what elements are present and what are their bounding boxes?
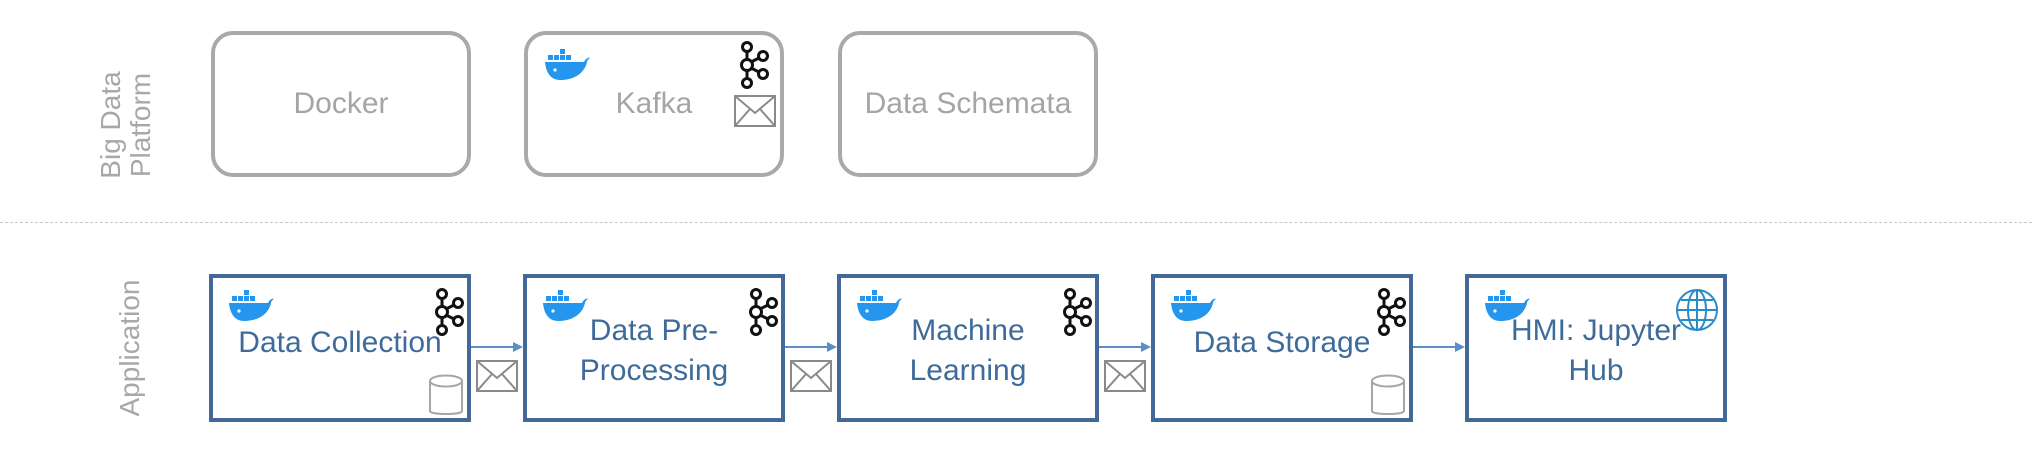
- app-box-data-collection[interactable]: Data Collection: [209, 274, 471, 422]
- box-label: Kafka: [615, 87, 693, 120]
- globe-icon: [1675, 288, 1719, 332]
- envelope-icon: [476, 360, 518, 397]
- platform-box-docker[interactable]: Docker: [211, 31, 471, 177]
- docker-icon: [1484, 288, 1530, 322]
- box-label: Data Collection: [238, 326, 442, 359]
- docker-icon: [856, 288, 902, 322]
- kafka-icon: [738, 41, 770, 89]
- kafka-icon: [1375, 288, 1407, 336]
- kafka-icon: [747, 288, 779, 336]
- box-label: Docker: [293, 87, 389, 120]
- app-box-data-storage[interactable]: Data Storage: [1151, 274, 1413, 422]
- kafka-icon: [1061, 288, 1093, 336]
- platform-box-data-schemata[interactable]: Data Schemata: [838, 31, 1098, 177]
- docker-icon: [228, 288, 274, 322]
- box-label: Data Storage: [1193, 326, 1371, 359]
- kafka-icon: [433, 288, 465, 336]
- app-box-machine-learning[interactable]: Machine Learning: [837, 274, 1099, 422]
- lane-label-platform: Big Data Platform: [95, 71, 156, 179]
- app-box-data-pre-processing[interactable]: Data Pre- Processing: [523, 274, 785, 422]
- platform-box-kafka[interactable]: Kafka: [524, 31, 784, 177]
- docker-icon: [544, 47, 590, 81]
- envelope-icon: [790, 360, 832, 397]
- connector-preprocessing-to-ml: [785, 340, 837, 358]
- database-icon: [1371, 374, 1405, 418]
- envelope-icon: [1104, 360, 1146, 397]
- database-icon: [429, 374, 463, 418]
- box-label: Data Pre- Processing: [579, 314, 729, 387]
- app-box-hmi-jupyter-hub[interactable]: HMI: Jupyter Hub: [1465, 274, 1727, 422]
- connector-ml-to-storage: [1099, 340, 1151, 358]
- box-label: Machine Learning: [909, 314, 1027, 387]
- lane-divider: [0, 222, 2032, 223]
- connector-collection-to-preprocessing: [471, 340, 523, 358]
- connector-storage-to-hmi: [1413, 340, 1465, 358]
- docker-icon: [542, 288, 588, 322]
- box-label: Data Schemata: [864, 87, 1072, 120]
- box-label: HMI: Jupyter Hub: [1510, 314, 1682, 387]
- envelope-icon: [734, 95, 776, 127]
- lane-label-application: Application: [114, 279, 145, 417]
- docker-icon: [1170, 288, 1216, 322]
